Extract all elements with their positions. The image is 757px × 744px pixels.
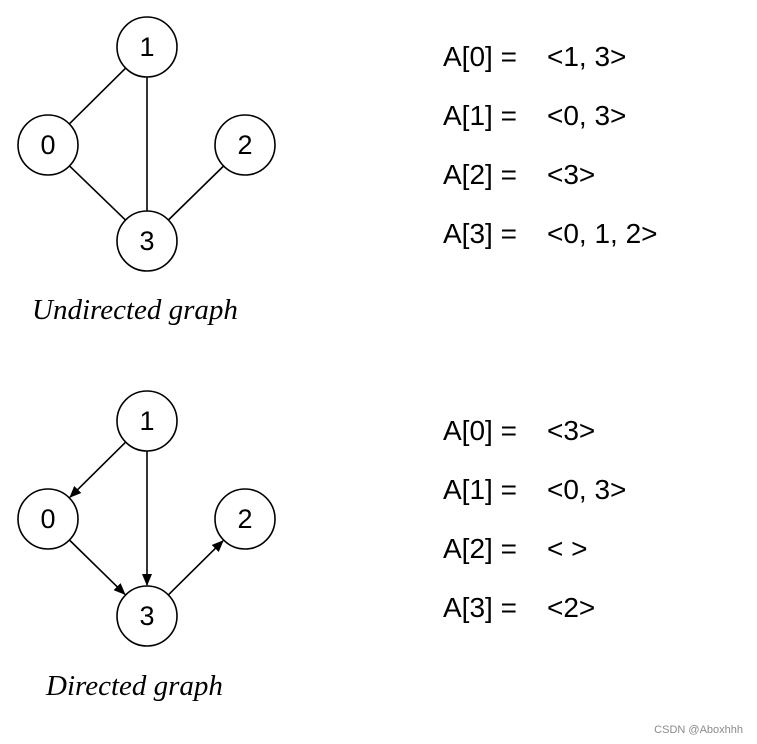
adjacency-row: A[2] = <3> (443, 161, 658, 220)
watermark: CSDN @Aboxhhh (654, 724, 743, 736)
undirected-node-1: 1 (116, 16, 178, 78)
directed-graph: 0 1 2 3 (17, 390, 276, 647)
undirected-node-0: 0 (17, 114, 79, 176)
directed-node-1: 1 (116, 390, 178, 452)
node-label: 1 (139, 32, 154, 62)
undirected-node-3: 3 (116, 210, 178, 272)
node-label: 3 (139, 226, 154, 256)
node-label: 0 (40, 504, 55, 534)
adjacency-key: A[3] = (443, 218, 517, 249)
node-label: 2 (237, 504, 252, 534)
adjacency-key: A[0] = (443, 415, 517, 446)
undirected-edge (68, 67, 127, 125)
adjacency-value: <3> (547, 415, 596, 446)
adjacency-row: A[2] = < > (443, 535, 626, 594)
adjacency-value: <0, 3> (547, 100, 627, 131)
directed-edge (167, 540, 224, 596)
directed-edge (68, 539, 126, 595)
directed-edge (69, 441, 127, 498)
node-label: 2 (237, 130, 252, 160)
adjacency-key: A[3] = (443, 592, 517, 623)
directed-node-2: 2 (214, 488, 276, 550)
adjacency-value: <3> (547, 159, 596, 190)
adjacency-row: A[3] = <2> (443, 594, 626, 653)
directed-edges (68, 441, 224, 596)
adjacency-row: A[3] = <0, 1, 2> (443, 220, 658, 279)
undirected-edge (167, 165, 225, 221)
adjacency-key: A[0] = (443, 41, 517, 72)
undirected-edges (68, 67, 225, 221)
adjacency-value: <2> (547, 592, 596, 623)
adjacency-row: A[1] = <0, 3> (443, 476, 626, 535)
adjacency-value: < > (547, 533, 588, 564)
adjacency-value: <1, 3> (547, 41, 627, 72)
node-label: 0 (40, 130, 55, 160)
adjacency-key: A[2] = (443, 159, 517, 190)
adjacency-key: A[1] = (443, 100, 517, 131)
directed-adjacency-list: A[0] = <3> A[1] = <0, 3> A[2] = < > A[3]… (443, 417, 626, 653)
undirected-graph-caption: Undirected graph (32, 294, 238, 326)
adjacency-key: A[2] = (443, 533, 517, 564)
adjacency-value: <0, 3> (547, 474, 627, 505)
undirected-graph: 0 1 2 3 (17, 16, 276, 272)
undirected-edge (68, 165, 127, 221)
adjacency-row: A[0] = <3> (443, 417, 626, 476)
directed-graph-caption: Directed graph (46, 670, 223, 702)
adjacency-value: <0, 1, 2> (547, 218, 658, 249)
adjacency-key: A[1] = (443, 474, 517, 505)
undirected-adjacency-list: A[0] = <1, 3> A[1] = <0, 3> A[2] = <3> A… (443, 43, 658, 279)
node-label: 3 (139, 601, 154, 631)
directed-node-0: 0 (17, 488, 79, 550)
adjacency-row: A[0] = <1, 3> (443, 43, 658, 102)
adjacency-row: A[1] = <0, 3> (443, 102, 658, 161)
undirected-node-2: 2 (214, 114, 276, 176)
directed-node-3: 3 (116, 585, 178, 647)
node-label: 1 (139, 406, 154, 436)
